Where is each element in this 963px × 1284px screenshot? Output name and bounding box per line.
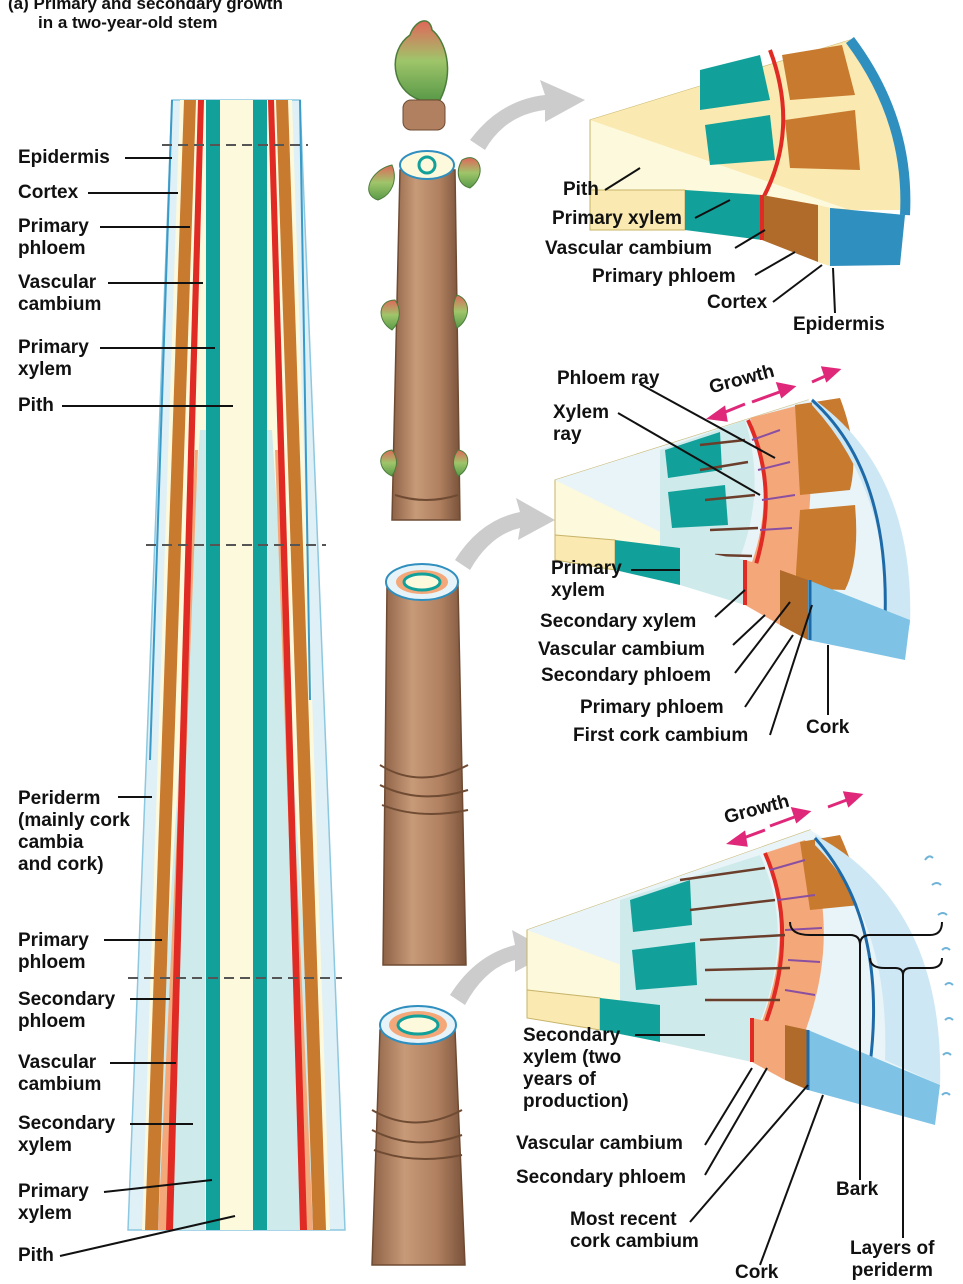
phloem-bundle <box>795 505 856 590</box>
label-primary-xylem-bottom: Primary xylem <box>18 1181 89 1225</box>
s1-label-pith: Pith <box>563 179 599 201</box>
label-vascular-cambium-top: Vascular cambium <box>18 272 101 316</box>
side-bud <box>381 450 397 476</box>
s2-label-primary-phloem: Primary phloem <box>580 697 724 719</box>
s2-label-secondary-xylem: Secondary xylem <box>540 611 696 633</box>
title-line-2: in a two-year-old stem <box>8 13 217 32</box>
one-year-stem <box>383 585 466 965</box>
s3-label-bark: Bark <box>836 1179 878 1201</box>
label-secondary-xylem: Secondary xylem <box>18 1113 115 1157</box>
label-periderm: Periderm (mainly cork cambia and cork) <box>18 788 130 876</box>
label-epidermis: Epidermis <box>18 147 110 169</box>
phloem-bundle <box>785 110 860 170</box>
stem-illustrations <box>369 21 480 1265</box>
title-line-1: Primary and secondary growth <box>34 0 283 13</box>
primary-xylem-left <box>206 100 220 1230</box>
s1-label-primary-phloem: Primary phloem <box>592 266 736 288</box>
cross-section-1 <box>590 40 905 266</box>
label-cortex: Cortex <box>18 182 78 204</box>
label-vascular-cambium-bottom: Vascular cambium <box>18 1052 101 1096</box>
longitudinal-stem-section <box>128 100 345 1230</box>
label-secondary-phloem: Secondary phloem <box>18 989 115 1033</box>
label-pith-bottom: Pith <box>18 1245 54 1267</box>
cortex-side <box>818 205 830 266</box>
epidermis-side <box>830 208 905 266</box>
side-bud <box>453 295 467 328</box>
xylem-side <box>685 190 762 240</box>
s1-label-primary-xylem: Primary xylem <box>552 208 682 230</box>
young-stem <box>392 170 460 520</box>
side-bud <box>458 158 480 188</box>
stem-cross-section-top <box>400 151 454 179</box>
panel-tag: (a) <box>8 0 29 13</box>
process-arrow-1 <box>470 80 585 150</box>
secondary-phloem-side <box>752 1018 785 1080</box>
s2-label-secondary-phloem: Secondary phloem <box>541 665 711 687</box>
terminal-bud <box>395 21 447 100</box>
primary-xylem-right <box>253 100 267 1230</box>
label-pith-top: Pith <box>18 395 54 417</box>
s2-label-first-cork-cambium: First cork cambium <box>573 725 748 747</box>
s2-label-xylem-ray: Xylem ray <box>553 402 609 446</box>
process-arrow-2 <box>455 498 555 570</box>
s3-label-secondary-xylem: Secondary xylem (two years of production… <box>523 1025 629 1113</box>
two-year-stem <box>372 1030 465 1265</box>
s3-label-layers-of-periderm: Layers of periderm <box>850 1238 934 1282</box>
s3-label-cork: Cork <box>735 1262 778 1284</box>
label-primary-phloem-bottom: Primary phloem <box>18 930 89 974</box>
s2-label-primary-xylem: Primary xylem <box>551 558 622 602</box>
s2-label-cork: Cork <box>806 717 849 739</box>
xylem-bundle <box>668 485 728 528</box>
s2-label-vascular-cambium: Vascular cambium <box>538 639 705 661</box>
side-bud <box>369 165 395 200</box>
s1-label-cortex: Cortex <box>707 292 767 314</box>
xylem-bundle <box>632 942 697 990</box>
s3-label-vascular-cambium: Vascular cambium <box>516 1133 683 1155</box>
secondary-phloem-side <box>745 560 780 625</box>
phloem-side <box>785 1025 808 1090</box>
side-bud <box>454 450 468 476</box>
s3-label-secondary-phloem: Secondary phloem <box>516 1167 686 1189</box>
s3-label-most-recent-cork-cambium: Most recent cork cambium <box>570 1209 699 1253</box>
bud-scale-cut <box>403 100 445 130</box>
xylem-ring-bottom <box>398 1016 438 1034</box>
xylem-ring-middle <box>404 574 440 590</box>
phloem-bundle <box>782 45 855 100</box>
phloem-side <box>762 195 818 262</box>
label-primary-xylem-top: Primary xylem <box>18 337 89 381</box>
s2-label-phloem-ray: Phloem ray <box>557 368 659 390</box>
s1-label-epidermis: Epidermis <box>793 314 885 336</box>
s1-label-vascular-cambium: Vascular cambium <box>545 238 712 260</box>
label-primary-phloem-top: Primary phloem <box>18 216 89 260</box>
